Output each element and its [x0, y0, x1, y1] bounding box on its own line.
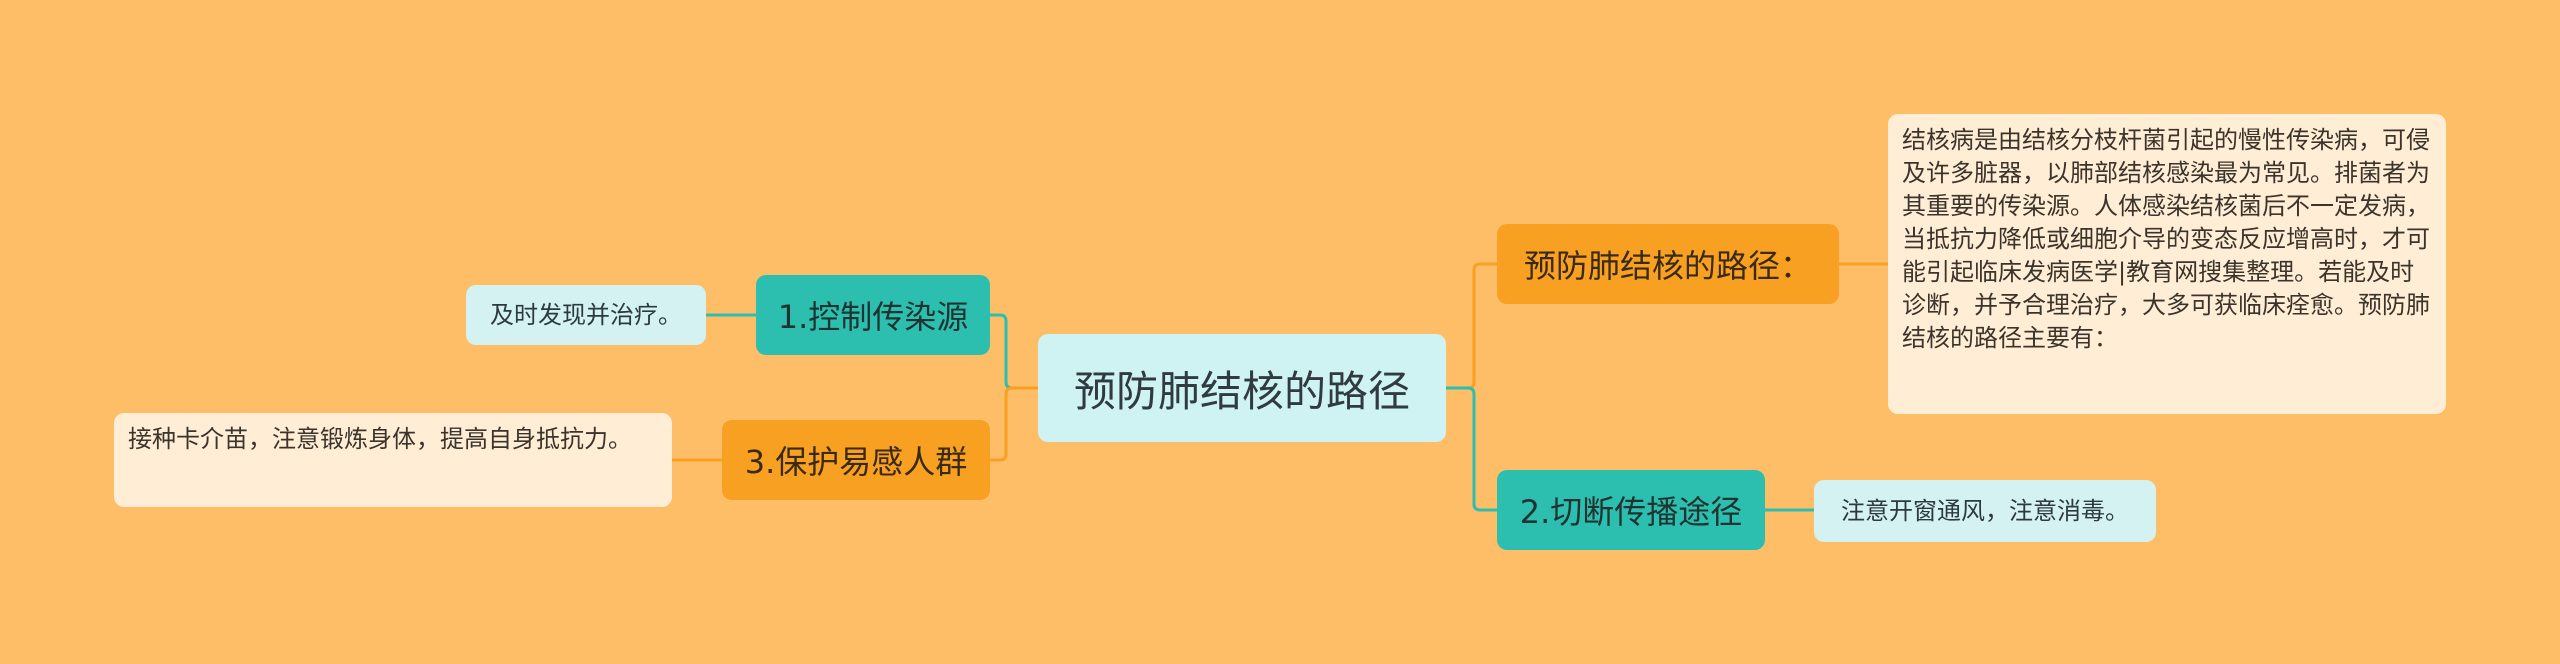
connector-center-to-cut-route — [1446, 386, 1497, 512]
leaf-path-intro[interactable]: 结核病是由结核分枝杆菌引起的慢性传染病，可侵及许多脏器，以肺部结核感染最为常见。… — [1888, 114, 2446, 414]
branch-path-intro-label: 预防肺结核的路径： — [1523, 247, 1812, 285]
branch-control-source-label: 1.控制传染源 — [777, 298, 969, 336]
central-topic[interactable]: 预防肺结核的路径 — [1038, 334, 1446, 442]
leaf-path-intro-text: 结核病是由结核分枝杆菌引起的慢性传染病，可侵及许多脏器，以肺部结核感染最为常见。… — [1902, 126, 2430, 352]
connector-center-to-control-source — [990, 313, 1038, 390]
branch-cut-route-label: 2.切断传播途径 — [1519, 493, 1743, 531]
branch-protect-group-label: 3.保护易感人群 — [744, 443, 968, 481]
leaf-cut-route[interactable]: 注意开窗通风，注意消毒。 — [1814, 480, 2156, 542]
leaf-control-source-text: 及时发现并治疗。 — [490, 300, 682, 329]
connector-center-to-path-intro — [1446, 262, 1497, 390]
leaf-control-source[interactable]: 及时发现并治疗。 — [466, 285, 706, 345]
branch-control-source[interactable]: 1.控制传染源 — [756, 275, 990, 355]
leaf-protect-group[interactable]: 接种卡介苗，注意锻炼身体，提高自身抵抗力。 — [114, 413, 672, 507]
leaf-protect-group-text: 接种卡介苗，注意锻炼身体，提高自身抵抗力。 — [128, 425, 632, 453]
branch-protect-group[interactable]: 3.保护易感人群 — [722, 420, 990, 500]
branch-path-intro[interactable]: 预防肺结核的路径： — [1497, 224, 1839, 304]
connector-center-to-protect-group — [990, 386, 1038, 462]
central-topic-label: 预防肺结核的路径 — [1073, 366, 1410, 416]
leaf-cut-route-text: 注意开窗通风，注意消毒。 — [1841, 496, 2129, 525]
branch-cut-route[interactable]: 2.切断传播途径 — [1497, 470, 1765, 550]
